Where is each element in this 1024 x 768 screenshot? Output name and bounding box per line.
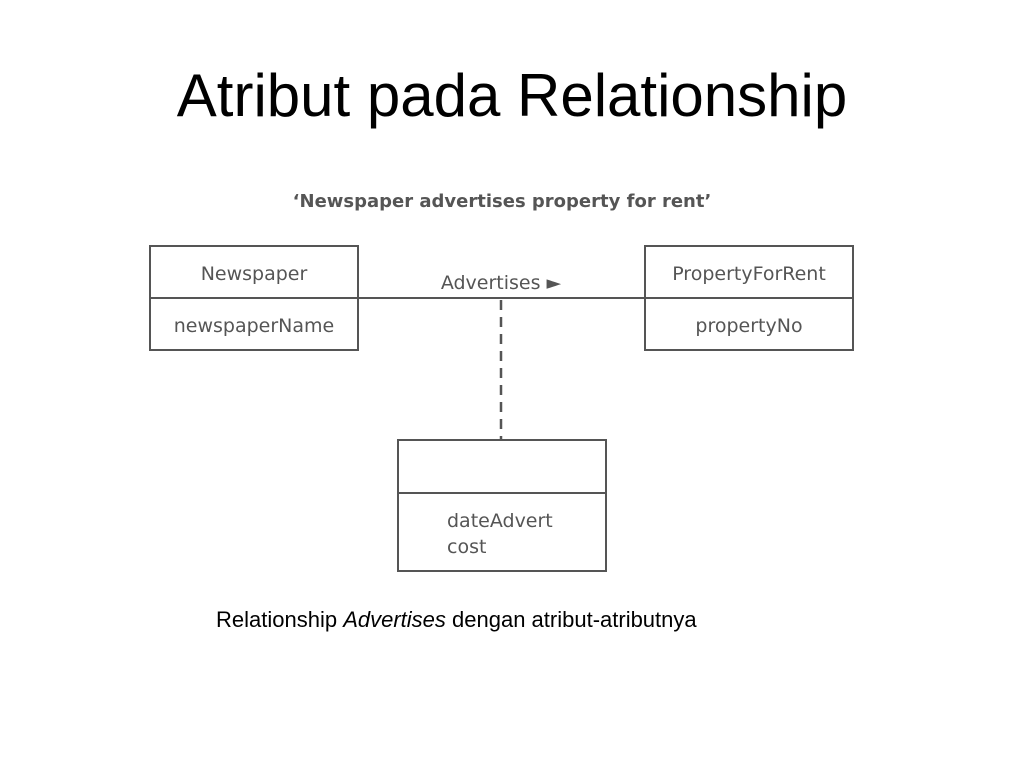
association-attribute-dateadvert: dateAdvert <box>447 510 553 532</box>
association-class: dateAdvert cost <box>397 439 607 572</box>
entity-newspaper-name: Newspaper <box>201 263 308 285</box>
diagram-heading: ‘Newspaper advertises property for rent’ <box>292 191 712 212</box>
slide-caption: Relationship Advertises dengan atribut-a… <box>216 606 697 634</box>
entity-propertyforrent: PropertyForRent propertyNo <box>644 245 854 351</box>
caption-suffix: dengan atribut-atributnya <box>445 607 697 632</box>
slide-title: Atribut pada Relationship <box>176 62 848 129</box>
entity-newspaper: Newspaper newspaperName <box>149 245 359 351</box>
caption-prefix: Relationship <box>216 607 344 632</box>
caption-emphasis: Advertises <box>343 607 446 632</box>
entity-newspaper-attribute: newspaperName <box>174 315 335 337</box>
association-attribute-cost: cost <box>447 536 486 558</box>
association-class-box <box>397 439 607 572</box>
entity-propertyforrent-name: PropertyForRent <box>672 263 826 285</box>
entity-propertyforrent-attribute: propertyNo <box>695 315 802 337</box>
relationship-label: Advertises ► <box>441 272 562 294</box>
